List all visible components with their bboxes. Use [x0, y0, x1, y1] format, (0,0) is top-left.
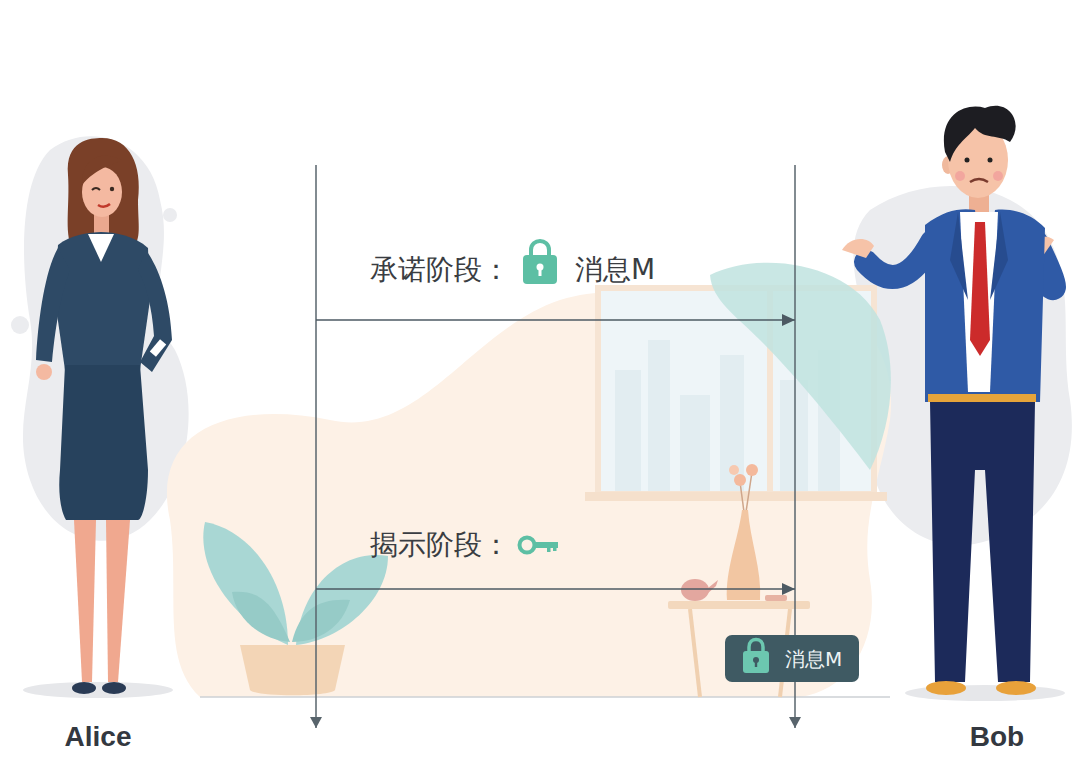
bob-eye: [965, 158, 970, 163]
bob-lapel: [950, 212, 968, 300]
alice-leg: [74, 520, 96, 682]
city-building: [680, 395, 710, 494]
bob-lapel: [990, 212, 1008, 300]
flower: [734, 474, 746, 486]
vase: [727, 510, 760, 600]
backdrop-blob: [23, 136, 189, 541]
alice-leg: [106, 520, 130, 682]
alice-cuff: [150, 339, 166, 356]
plant-leaf: [292, 600, 350, 642]
alice-fringe: [82, 156, 122, 185]
flower: [729, 465, 739, 475]
bob-arm: [866, 242, 932, 277]
message-arrow: [316, 319, 795, 321]
backdrop-dot: [163, 208, 177, 222]
key-icon: [520, 538, 535, 553]
bob-hand: [842, 239, 874, 258]
lifeline: [315, 165, 317, 728]
alice-arm: [36, 248, 70, 362]
plant-leaf: [232, 592, 290, 642]
actor-name: Bob: [970, 721, 1024, 753]
plant-pot: [240, 645, 345, 695]
message-label: 消息M: [575, 253, 655, 287]
bob-hair: [944, 106, 1016, 162]
city-building: [615, 370, 641, 494]
alice-mouth: [98, 204, 110, 207]
teapot-spout: [707, 580, 718, 594]
lock-icon: [523, 255, 557, 284]
actor-name: Alice: [65, 721, 132, 753]
alice-shoe: [72, 682, 96, 694]
bob-belt: [928, 394, 1036, 402]
message-box: 消息M: [725, 635, 859, 682]
lock-icon: [743, 651, 769, 673]
phase-label: 揭示阶段：: [370, 528, 510, 562]
bob-eye: [988, 158, 993, 163]
lock-keyhole: [755, 661, 757, 667]
alice-skirt: [59, 365, 148, 520]
dish: [765, 595, 787, 601]
bob-mouth: [970, 179, 988, 182]
teapot: [681, 579, 709, 601]
alice-collar: [88, 234, 114, 262]
city-building: [648, 340, 670, 494]
bob-shoe: [996, 681, 1036, 695]
floor-line: [200, 696, 890, 698]
alice-hand: [36, 364, 52, 380]
flower: [746, 464, 758, 476]
alice-arm: [138, 250, 172, 372]
bob-pants: [930, 402, 1035, 682]
bob-shirt: [960, 212, 998, 392]
table-leg: [690, 609, 700, 697]
message-arrow: [316, 588, 795, 590]
phase-label: 承诺阶段：: [370, 253, 510, 287]
bob-cheek: [993, 171, 1003, 181]
lock-keyhole: [539, 268, 542, 276]
alice-shoe: [102, 682, 126, 694]
lock-keyhole: [753, 657, 759, 663]
city-building: [780, 380, 808, 494]
key-icon: [553, 547, 557, 551]
flower-stem: [740, 482, 744, 512]
table-top: [668, 601, 810, 609]
bob-tie: [970, 222, 990, 356]
bob-cheek: [955, 171, 965, 181]
alice-eye: [110, 187, 114, 191]
window-sill: [585, 492, 887, 501]
bob-shoe: [926, 681, 966, 695]
flower-stem: [746, 472, 752, 512]
city-building: [720, 355, 744, 494]
alice-eye: [92, 188, 100, 190]
key-icon: [547, 547, 551, 552]
backdrop-dot: [11, 316, 29, 334]
alice-jacket: [55, 232, 150, 370]
bob-jacket: [925, 209, 1045, 402]
message-text: 消息M: [785, 646, 842, 672]
alice-hair: [68, 138, 139, 248]
shadow: [23, 682, 173, 698]
leaf-shape: [710, 263, 891, 470]
lock-icon: [749, 640, 763, 654]
actor-figure: Alice: [20, 130, 316, 755]
